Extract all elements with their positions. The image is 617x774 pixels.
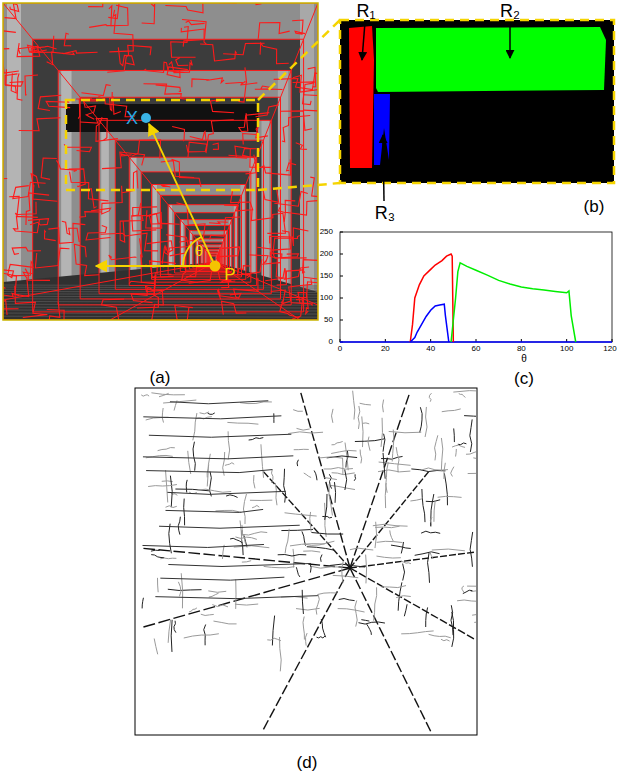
- tick-label: 0: [329, 338, 333, 346]
- point-label: X: [126, 109, 138, 127]
- axis-label: θ: [521, 354, 527, 364]
- region-plot: [340, 232, 612, 342]
- tick-label: 100: [560, 345, 573, 353]
- panel-label: (d): [297, 754, 318, 771]
- region-label: R₂: [500, 2, 520, 20]
- superpixel-image: [3, 3, 318, 320]
- point-label: P: [224, 266, 235, 283]
- tick-label: 60: [472, 345, 481, 353]
- panel-label: (c): [514, 370, 534, 387]
- tick-label: 80: [517, 345, 526, 353]
- angle-label: θ: [195, 243, 203, 258]
- tick-label: 0: [338, 345, 342, 353]
- tick-label: 150: [320, 272, 333, 280]
- geometry-overlay: [66, 20, 340, 272]
- tick-label: 100: [320, 294, 333, 302]
- tick-label: 20: [381, 345, 390, 353]
- tick-label: 200: [320, 250, 333, 258]
- panel-label: (a): [150, 369, 171, 386]
- tick-label: 250: [320, 228, 333, 236]
- panel-label: (b): [584, 198, 605, 215]
- edge-map: [135, 388, 508, 735]
- region-label: R₃: [375, 204, 395, 222]
- tick-label: 50: [324, 316, 333, 324]
- tick-label: 40: [426, 345, 435, 353]
- tick-label: 120: [603, 345, 616, 353]
- image-frame: [3, 3, 318, 320]
- region-label: R₁: [356, 2, 375, 20]
- zoom-regions: [340, 20, 614, 201]
